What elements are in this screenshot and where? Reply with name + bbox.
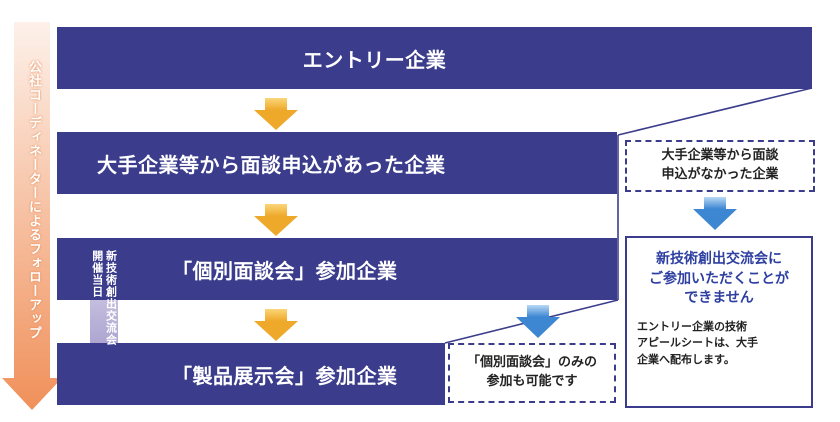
follow-up-arrow <box>2 22 62 410</box>
stage-label-individual-meeting: 「個別面談会」参加企業 <box>172 258 398 283</box>
stage-bar-individual-meeting: 「個別面談会」参加企業 <box>57 238 617 300</box>
notice-body: エントリー企業の技術 アピールシートは、大手 企業へ配布します。 <box>637 319 758 366</box>
follow-up-label: 公社コーディネーターによるフォローアップ <box>26 60 41 340</box>
stage-bar-product-exhibition: 「製品展示会」参加企業 <box>57 343 445 405</box>
stage-bar-entry: エントリー企業 <box>57 27 812 89</box>
no-request-box: 大手企業等から面談 申込がなかった企業 <box>625 140 815 192</box>
stage-label-interview-request: 大手企業等から面談申込があった企業 <box>97 152 446 177</box>
funnel-line-top <box>617 87 813 136</box>
blue-down-arrow-right <box>693 197 737 230</box>
down-arrow-2 <box>254 204 298 236</box>
stage-label-product-exhibition: 「製品展示会」参加企業 <box>172 363 398 388</box>
down-arrow-3 <box>254 309 298 341</box>
blue-down-arrow-middle <box>516 305 560 338</box>
down-arrow-1 <box>254 98 298 130</box>
individual-only-text: 「個別面談会」のみの 参加も可能です <box>466 355 597 389</box>
stage-bar-interview-request: 大手企業等から面談申込があった企業 <box>57 132 617 194</box>
no-request-text: 大手企業等から面談 申込がなかった企業 <box>661 148 779 182</box>
notice-title: 新技術創出交流会に ご参加いただくことが できません <box>649 251 789 307</box>
notice-box: 新技術創出交流会に ご参加いただくことが できません エントリー企業の技術 アピ… <box>625 236 813 408</box>
stage-label-entry: エントリー企業 <box>302 47 447 72</box>
event-day-label: 新技術創出交流会 開催当日 <box>90 250 118 346</box>
individual-only-box: 「個別面談会」のみの 参加も可能です <box>448 343 616 403</box>
